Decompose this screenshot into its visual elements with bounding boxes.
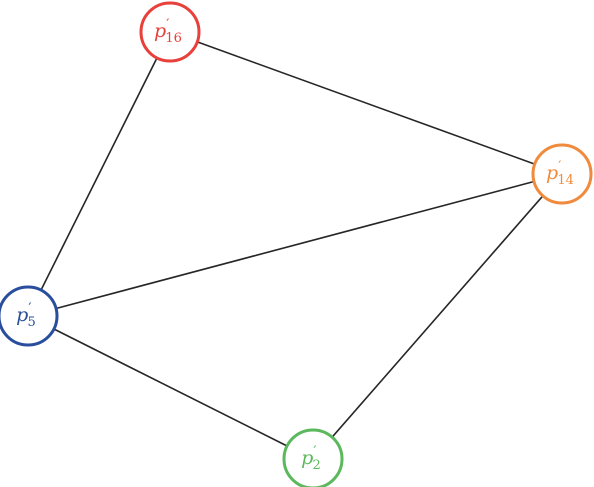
node-label-p14: p′14 [546,159,574,188]
edge-p14-p2 [331,195,544,438]
node-p14: p′14 [531,143,593,205]
node-p16: p′16 [139,1,201,63]
edge-p5-p2 [53,328,288,447]
node-circle-p16 [139,1,201,63]
node-p5: p′5 [0,285,59,347]
node-label-base: p [16,304,28,326]
node-label-p16: p′16 [154,17,182,46]
node-label-prime: ′ [313,444,316,460]
node-label-subscript: 14 [557,173,574,188]
node-label-p2: p′2 [301,444,321,473]
node-label-base: p [154,20,166,42]
node-label-prime: ′ [558,159,561,175]
node-circle-p2 [282,428,344,487]
edges-layer [40,41,544,447]
node-label-subscript: 2 [313,458,321,473]
node-label-subscript: 5 [28,315,36,330]
node-label-prime: ′ [166,17,169,33]
node-label-p5: p′5 [16,301,36,330]
node-circle-p5 [0,285,59,347]
edge-p5-p14 [55,180,535,310]
edge-p16-p14 [197,41,535,165]
node-circle-p14 [531,143,593,205]
node-label-base: p [301,447,313,469]
node-label-subscript: 16 [165,31,182,46]
node-label-base: p [546,162,558,184]
node-label-prime: ′ [28,301,31,317]
node-p2: p′2 [282,428,344,487]
edge-p16-p5 [40,57,158,291]
